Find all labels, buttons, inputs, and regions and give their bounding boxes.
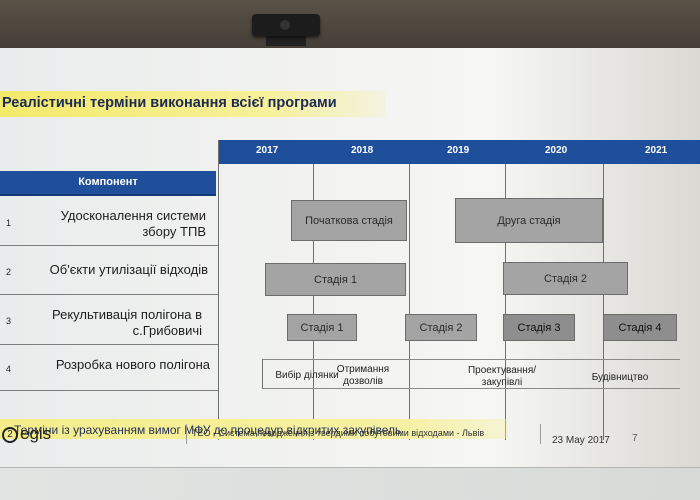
page-number: 7 — [632, 433, 638, 444]
row-number-4: 4 — [6, 364, 12, 374]
bar-row2-stage-1: Стадія 1 — [265, 263, 406, 296]
row-label-1-line1: Удосконалення системи — [60, 208, 206, 223]
milestone-permits-line1: Отримання — [336, 364, 390, 375]
milestone-design-line1: Проектування/ — [467, 365, 537, 376]
footer-date: 23 May 2017 — [552, 435, 610, 446]
bar-row1-initial-stage: Початкова стадія — [291, 200, 407, 241]
grid-vline-4 — [505, 164, 506, 440]
milestone-design-procurement: Проектування/ закупівлі — [462, 365, 542, 389]
year-2017: 2017 — [256, 145, 279, 156]
component-header — [0, 171, 216, 196]
component-header-label: Компонент — [78, 176, 138, 188]
bar-row1-second-stage: Друга стадія — [455, 198, 603, 243]
slide-footer — [0, 467, 700, 500]
projection-screen: Реалістичні терміни виконання всієї прог… — [0, 48, 700, 500]
slide-title: Реалістичні терміни виконання всієї прог… — [2, 95, 337, 111]
bar-row3-stage-1: Стадія 1 — [287, 314, 357, 341]
procurement-note: Терміни із урахуванням вимог МФУ до проц… — [14, 423, 402, 437]
milestone-permits-line2: дозволів — [343, 376, 383, 387]
row4-timeline-bottom — [262, 388, 680, 389]
row-label-2: Об'єкти утилізації відходів — [49, 262, 208, 277]
title-highlight — [0, 91, 385, 117]
milestone-design-line2: закупівлі — [481, 377, 523, 388]
row-label-4: Розробка нового полігона — [55, 357, 210, 372]
year-2019: 2019 — [447, 145, 470, 156]
year-2021: 2021 — [645, 145, 668, 156]
note-highlight — [0, 419, 508, 439]
row-number-1: 1 — [6, 218, 12, 228]
row4-timeline-left — [262, 359, 263, 388]
row-label-3-line1: Рекультивація полігона в — [52, 307, 202, 322]
logo-mark-icon: 2 — [2, 426, 18, 443]
grid-vline-3 — [409, 164, 410, 440]
row-divider-1 — [0, 245, 218, 246]
camera-lens — [280, 20, 290, 30]
bar-row3-stage-2: Стадія 2 — [405, 314, 477, 341]
grid-vline-1 — [218, 140, 219, 440]
bar-row2-stage-2: Стадія 2 — [503, 262, 628, 295]
bar-row3-stage-4: Стадія 4 — [603, 314, 677, 341]
row4-timeline-top — [262, 359, 680, 360]
row-label-3: Рекультивація полігона в с.Грибовичі — [26, 307, 202, 339]
row-number-2: 2 — [6, 267, 12, 277]
row-divider-2 — [0, 294, 218, 295]
grid-vline-2 — [313, 164, 314, 440]
footer-separator-1 — [186, 424, 187, 444]
milestone-permits: Отримання дозволів — [328, 364, 398, 388]
row-label-1: Удосконалення системи збору ТПВ — [30, 208, 206, 240]
row-divider-3 — [0, 344, 218, 345]
webcam-icon — [252, 14, 320, 36]
footer-title: ТЕО - Система поводження з твердими побу… — [192, 428, 485, 438]
logo-text: egis — [20, 424, 52, 443]
bar-row3-stage-3: Стадія 3 — [503, 314, 575, 341]
footer-separator-2 — [540, 424, 541, 444]
row-label-3-line2: с.Грибовичі — [132, 323, 202, 338]
year-header-bar — [218, 140, 700, 164]
camera-mount — [266, 34, 306, 46]
year-2018: 2018 — [351, 145, 374, 156]
row-number-3: 3 — [6, 316, 12, 326]
milestone-site-selection: Вибір ділянки — [275, 370, 339, 381]
milestone-construction: Будівництво — [591, 372, 649, 383]
row-label-1-line2: збору ТПВ — [142, 224, 206, 239]
row-divider-4 — [0, 390, 218, 391]
grid-vline-5 — [603, 164, 604, 440]
year-2020: 2020 — [545, 145, 568, 156]
